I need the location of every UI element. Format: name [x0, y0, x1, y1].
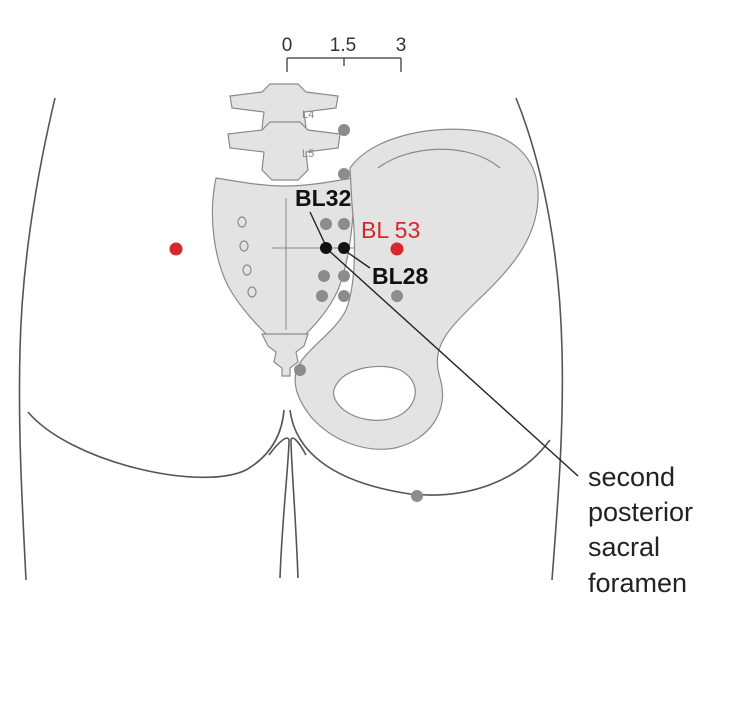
bl32-label: BL32 [295, 185, 351, 211]
coccyx [261, 333, 309, 377]
acupoint-dot [338, 270, 350, 282]
vertebra-l4-label: L4 [302, 109, 314, 121]
left-buttock-fold [27, 409, 285, 479]
scale-tick-3: 3 [396, 35, 407, 56]
scale-tick-0: 0 [282, 35, 293, 56]
bl28-point [338, 242, 350, 254]
foramen-outline [239, 240, 249, 252]
annotation-line-2: posterior [588, 497, 693, 527]
bl32-point [320, 242, 332, 254]
left-thigh-line [268, 437, 290, 579]
foramen-annotation: second posterior sacral foramen [588, 462, 693, 598]
bl28-pointer-line [343, 249, 371, 269]
right-thigh-line [290, 437, 307, 579]
scale-tick-1-5: 1.5 [330, 35, 356, 56]
acupoint-dot [320, 218, 332, 230]
hip-bone-inner-ridge [377, 148, 501, 169]
pointer-lines [309, 211, 579, 477]
annotation-line-3: sacral [588, 532, 660, 562]
obturator-foramen [332, 365, 416, 421]
annotation-line-4: foramen [588, 568, 687, 598]
foramen-pointer-line [325, 247, 579, 477]
lumbar-vertebrae [227, 83, 341, 181]
foramen-outline [237, 216, 247, 228]
acupoint-dot [338, 168, 350, 180]
acupoint-dot [411, 490, 423, 502]
sacral-foramina-outlines [237, 216, 257, 298]
vertebra-l5 [227, 121, 341, 181]
annotation-line-1: second [588, 462, 675, 492]
acupoint-dot [294, 364, 306, 376]
acupoint-dot [338, 124, 350, 136]
left-flank-outline [18, 97, 56, 581]
gray-acupoints [294, 124, 423, 502]
distance-scale [286, 57, 402, 72]
acupoint-dot [391, 290, 403, 302]
bl32-pointer-line [309, 211, 327, 247]
acupoint-dot [316, 290, 328, 302]
acupoint-dot [338, 290, 350, 302]
vertebra-l4 [229, 83, 339, 139]
foramen-outline [247, 286, 257, 298]
acupoint-dot [338, 218, 350, 230]
right-flank-outline [515, 97, 564, 581]
foramen-outline [242, 264, 252, 276]
vertebra-l5-label: L5 [302, 148, 314, 160]
bl28-label: BL28 [372, 263, 428, 289]
bl53-point-right [390, 242, 404, 256]
bl53-label: BL 53 [361, 217, 420, 243]
acupoint-dot [318, 270, 330, 282]
hip-bone [294, 128, 539, 450]
body-outline [18, 97, 564, 581]
bl53-point-left [169, 242, 183, 256]
right-buttock-fold [289, 409, 551, 496]
